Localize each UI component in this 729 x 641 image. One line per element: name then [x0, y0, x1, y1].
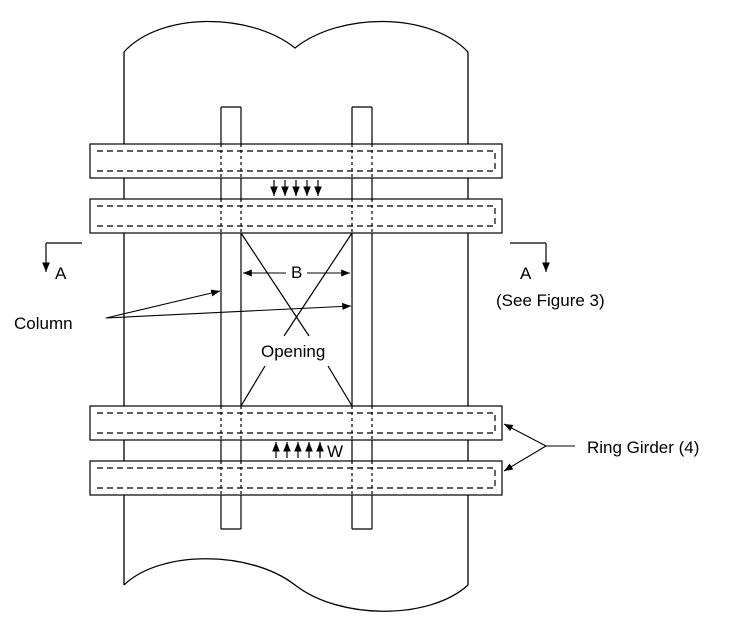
ring-girder-label: Ring Girder (4)	[587, 438, 700, 457]
opening-cross	[240, 232, 353, 407]
load-w-label: W	[327, 442, 344, 461]
opening-label: Opening	[261, 342, 326, 361]
dimension-b-label: B	[290, 263, 304, 282]
see-figure-label: (See Figure 3)	[496, 291, 605, 310]
column-label: Column	[14, 314, 73, 333]
ring-girders	[89, 143, 503, 496]
cylinder-shell	[123, 20, 469, 612]
load-arrows-top	[270, 180, 322, 196]
bottom-break-line	[123, 558, 469, 612]
ring-girder-4	[89, 460, 503, 496]
column-leaders	[105, 289, 352, 319]
section-marker-left	[42, 242, 82, 272]
section-marker-right	[510, 242, 550, 272]
ring-girder-3	[89, 405, 503, 441]
top-break-line	[123, 20, 469, 53]
ring-girder-leaders	[503, 423, 575, 472]
load-arrows-bottom	[272, 442, 324, 458]
section-label-left: A	[55, 264, 67, 283]
section-label-right: A	[520, 264, 532, 283]
ring-girder-2	[89, 198, 503, 234]
ring-girder-1	[89, 143, 503, 179]
